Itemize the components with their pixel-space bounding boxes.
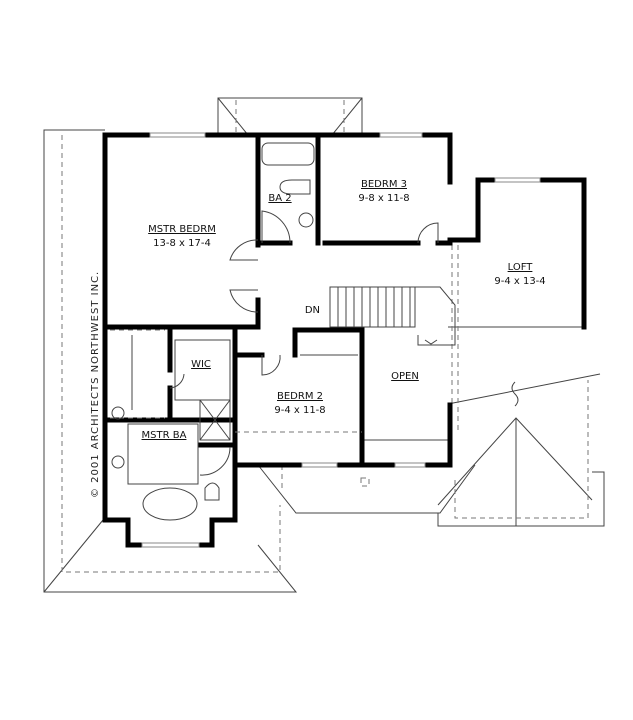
stairs	[329, 286, 456, 346]
master-bath-name: MSTR BA	[142, 430, 187, 441]
bedroom-3-size: 9-8 x 11-8	[358, 193, 409, 204]
bedroom-2-size: 9-4 x 11-8	[274, 405, 325, 416]
master-bedroom-name: MSTR BEDRM	[148, 224, 216, 235]
mstr-door-2	[229, 289, 259, 313]
roof-lines	[43, 97, 605, 593]
bedrm3-door	[417, 222, 439, 244]
bath2-sink-icon	[298, 212, 314, 228]
stairs-down-label: DN	[305, 305, 320, 316]
bedroom-2-name: BEDRM 2	[277, 391, 323, 402]
bathtub-icon	[142, 487, 198, 521]
open-name: OPEN	[391, 371, 419, 382]
copyright-text: © 2001 ARCHITECTS NORTHWEST INC.	[90, 271, 101, 498]
loft-name: LOFT	[508, 262, 534, 273]
mstr-door-1	[229, 239, 259, 261]
wic-name: WIC	[191, 359, 211, 370]
windows	[141, 132, 541, 548]
loft-size: 9-4 x 13-4	[494, 276, 545, 287]
master-bedroom-size: 13-8 x 17-4	[153, 238, 211, 249]
shower-icon	[199, 399, 231, 441]
bath-2-name: BA 2	[268, 193, 291, 204]
room-labels: MSTR BEDRM 13-8 x 17-4 BA 2 BEDRM 3 9-8 …	[90, 179, 546, 498]
fixtures	[110, 142, 519, 521]
walls	[102, 132, 587, 548]
bath2-door	[261, 210, 291, 244]
bedroom-3-name: BEDRM 3	[361, 179, 407, 190]
toilet-icon	[204, 482, 220, 501]
